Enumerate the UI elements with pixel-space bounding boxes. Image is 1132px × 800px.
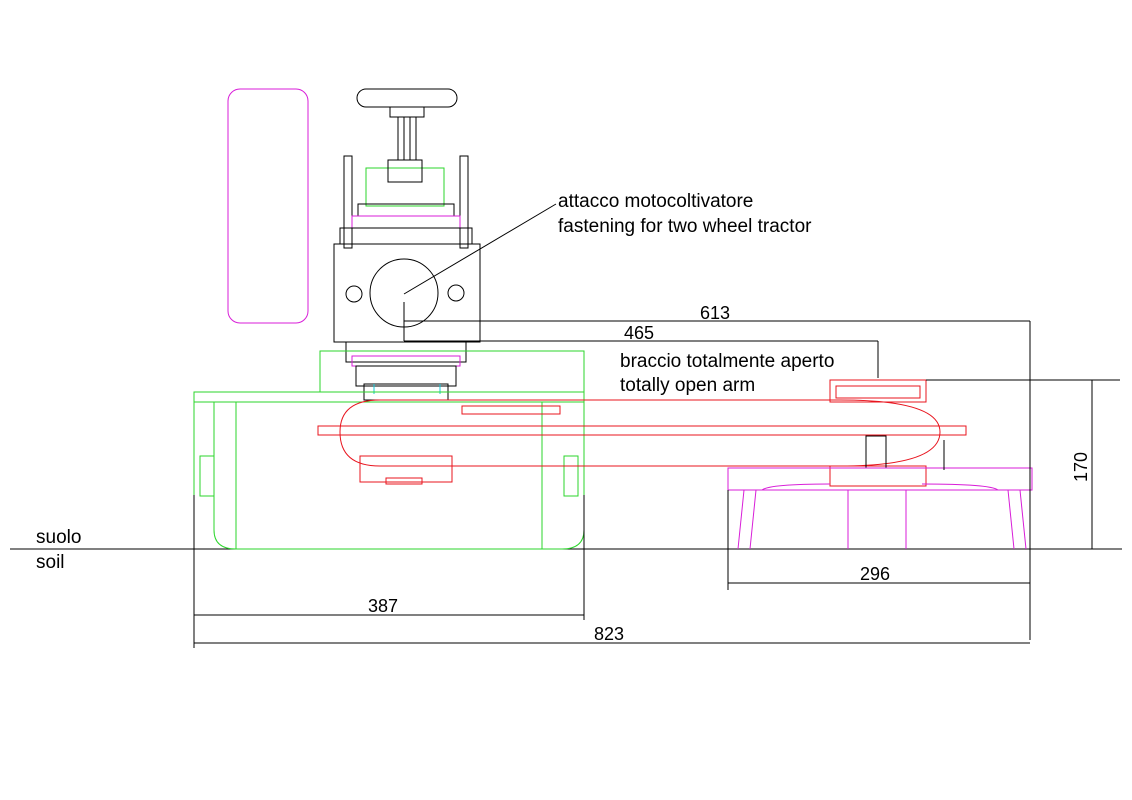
attachment-leader xyxy=(403,203,557,295)
svg-text:823: 823 xyxy=(594,624,624,644)
dimension-387: 387 xyxy=(193,495,585,648)
attachment-label-it: attacco motocoltivatore xyxy=(558,191,753,212)
upper-frame xyxy=(339,155,473,249)
ground-label-it: suolo xyxy=(36,527,81,548)
svg-text:170: 170 xyxy=(1071,452,1091,482)
svg-text:613: 613 xyxy=(700,303,730,323)
handle-assembly xyxy=(356,88,458,160)
attachment-block xyxy=(333,243,481,401)
dimension-465: 465 xyxy=(404,323,879,378)
dimension-296: 296 xyxy=(727,490,1030,590)
svg-text:465: 465 xyxy=(624,323,654,343)
rake-assembly xyxy=(727,440,1033,550)
tractor-wheel xyxy=(227,88,309,324)
attachment-label-en: fastening for two wheel tractor xyxy=(558,216,812,237)
arm xyxy=(317,379,967,487)
green-frame xyxy=(193,350,585,550)
svg-text:387: 387 xyxy=(368,596,398,616)
arm-label-it: braccio totalmente aperto xyxy=(620,351,834,372)
dimension-613: 613 xyxy=(403,302,1031,640)
svg-text:296: 296 xyxy=(860,564,890,584)
arm-label-en: totally open arm xyxy=(620,375,755,396)
dimension-170: 170 xyxy=(926,379,1120,549)
ground-label-en: soil xyxy=(36,552,65,573)
dimension-823: 823 xyxy=(194,624,1030,644)
